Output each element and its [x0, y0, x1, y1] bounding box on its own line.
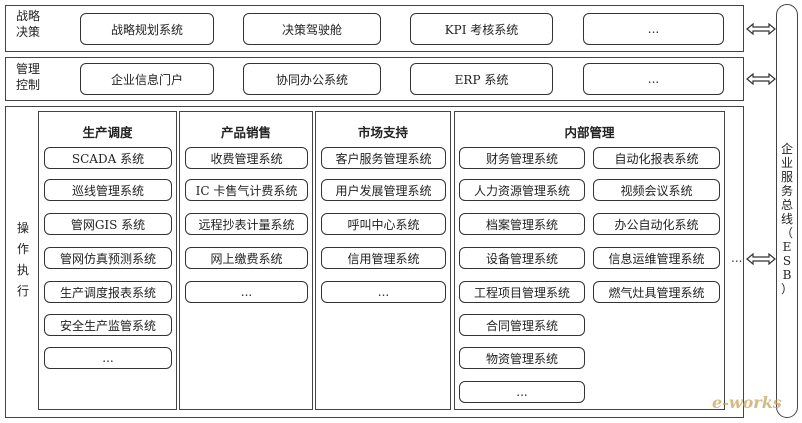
strategy-item[interactable]: 战略规划系统 [80, 13, 214, 45]
production-item[interactable]: ... [44, 347, 172, 369]
double-arrow-icon [746, 253, 776, 265]
internal-item[interactable]: 视频会议系统 [593, 179, 720, 201]
management-item[interactable]: ... [583, 63, 724, 95]
sales-item[interactable]: ... [185, 281, 308, 303]
strategy-item[interactable]: ... [583, 13, 724, 45]
section-title: 内部管理 [564, 125, 615, 140]
production-item[interactable]: 管网GIS 系统 [44, 213, 172, 235]
management-item[interactable]: ERP 系统 [410, 63, 553, 95]
sales-item[interactable]: IC 卡售气计费系统 [185, 179, 308, 201]
internal-item[interactable]: 财务管理系统 [459, 147, 585, 169]
internal-item[interactable]: 燃气灶具管理系统 [593, 281, 720, 303]
production-item[interactable]: 管网仿真预测系统 [44, 247, 172, 269]
market-item[interactable]: 客户服务管理系统 [321, 147, 446, 169]
sales-item[interactable]: 远程抄表计量系统 [185, 213, 308, 235]
esb-bar [776, 4, 798, 418]
market-item[interactable]: 呼叫中心系统 [321, 213, 446, 235]
watermark-logo: e-works [712, 393, 782, 412]
section-title: 市场支持 [357, 125, 408, 140]
management-item[interactable]: 协同办公系统 [243, 63, 381, 95]
esb-label: 企 业 服 务 总 线 （ E S B ） [780, 142, 793, 296]
production-item[interactable]: 安全生产监管系统 [44, 314, 172, 336]
production-item[interactable]: 巡线管理系统 [44, 179, 172, 201]
market-item[interactable]: ... [321, 281, 446, 303]
management-item[interactable]: 企业信息门户 [80, 63, 214, 95]
double-arrow-icon [746, 23, 776, 35]
internal-item[interactable]: 自动化报表系统 [593, 147, 720, 169]
strategy-layer-label: 战略 决策 [15, 9, 40, 39]
double-arrow-icon [746, 73, 776, 85]
management-layer-label: 管理 控制 [15, 62, 40, 92]
market-item[interactable]: 信用管理系统 [321, 247, 446, 269]
section-title: 生产调度 [82, 125, 133, 140]
internal-item[interactable]: 设备管理系统 [459, 247, 585, 269]
internal-item[interactable]: 人力资源管理系统 [459, 179, 585, 201]
internal-item[interactable]: 工程项目管理系统 [459, 281, 585, 303]
sales-item[interactable]: 网上缴费系统 [185, 247, 308, 269]
market-item[interactable]: 用户发展管理系统 [321, 179, 446, 201]
section-title: 产品销售 [220, 125, 271, 140]
operation-layer-label: 操 作 执 行 [16, 221, 29, 298]
internal-item[interactable]: 物资管理系统 [459, 347, 585, 369]
internal-item[interactable]: 合同管理系统 [459, 314, 585, 336]
production-item[interactable]: 生产调度报表系统 [44, 281, 172, 303]
production-item[interactable]: SCADA 系统 [44, 147, 172, 169]
more-dots: ... [731, 251, 743, 265]
internal-item[interactable]: 档案管理系统 [459, 213, 585, 235]
internal-item[interactable]: ... [459, 381, 585, 403]
internal-item[interactable]: 办公自动化系统 [593, 213, 720, 235]
strategy-item[interactable]: KPI 考核系统 [410, 13, 553, 45]
internal-item[interactable]: 信息运维管理系统 [593, 247, 720, 269]
sales-item[interactable]: 收费管理系统 [185, 147, 308, 169]
strategy-item[interactable]: 决策驾驶舱 [243, 13, 381, 45]
